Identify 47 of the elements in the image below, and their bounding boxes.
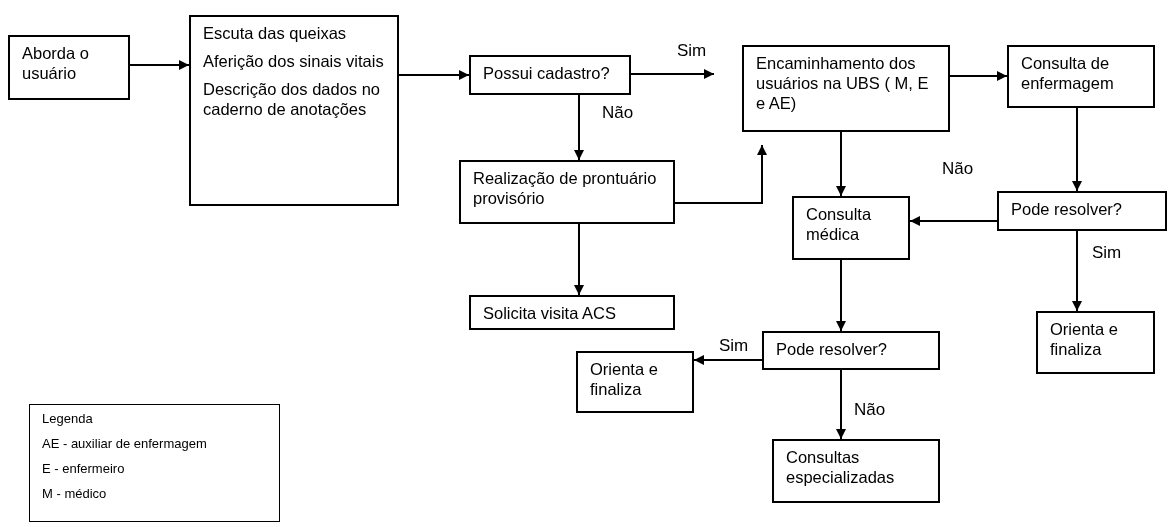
- arrow: [574, 223, 584, 296]
- arrow: [949, 71, 1008, 81]
- arrow: [574, 94, 584, 161]
- arrow: [909, 216, 998, 226]
- arrow: [1072, 107, 1082, 192]
- legend-box: [29, 404, 280, 522]
- box-text: Orienta e finaliza: [590, 359, 659, 400]
- arrow: [1072, 230, 1082, 312]
- box-text: Consulta de enfermagem: [1021, 53, 1115, 94]
- legend-text: AE - auxiliar de enfermagem: [42, 435, 208, 452]
- box-text: Escuta das queixas: [203, 23, 348, 44]
- process-box: [189, 15, 399, 206]
- box-text: Encaminhamento dos usuários na UBS ( M, E e AE): [756, 53, 930, 114]
- process-box: [997, 191, 1167, 231]
- box-text: Solicita visita ACS: [483, 303, 617, 324]
- arrow: [836, 131, 846, 197]
- process-box: [1036, 311, 1155, 374]
- box-text: Aferição dos sinais vitais: [203, 51, 385, 72]
- arrow: [674, 144, 767, 204]
- process-box: [576, 351, 694, 413]
- process-box: [772, 439, 940, 503]
- process-box: [459, 160, 675, 224]
- arrow: [693, 355, 763, 365]
- legend-text: E - enfermeiro: [42, 460, 126, 477]
- process-box: [469, 295, 675, 330]
- legend-text: Legenda: [42, 411, 94, 427]
- box-text: Descrição dos dados no caderno de anotações: [203, 79, 382, 120]
- box-text: Aborda o usuário: [22, 43, 90, 84]
- process-box: [762, 331, 940, 370]
- legend-text: M - médico: [42, 485, 108, 502]
- process-box: [8, 35, 130, 100]
- process-box: [469, 55, 631, 95]
- arrow: [129, 60, 190, 70]
- process-box: [742, 45, 950, 132]
- arrow: [836, 259, 846, 332]
- box-text: Consultas especializadas: [786, 447, 896, 488]
- box-text: Orienta e finaliza: [1050, 319, 1119, 360]
- box-text: Pode resolver?: [776, 339, 888, 360]
- arrow: [836, 369, 846, 440]
- box-text: Consulta médica: [806, 204, 873, 245]
- process-box: [792, 196, 910, 260]
- box-text: Realização de prontuário provisório: [473, 168, 658, 209]
- process-box: [1007, 45, 1155, 108]
- box-text: Pode resolver?: [1011, 199, 1123, 220]
- arrow: [398, 70, 470, 80]
- box-text: Possui cadastro?: [483, 63, 611, 84]
- arrow: [630, 69, 715, 79]
